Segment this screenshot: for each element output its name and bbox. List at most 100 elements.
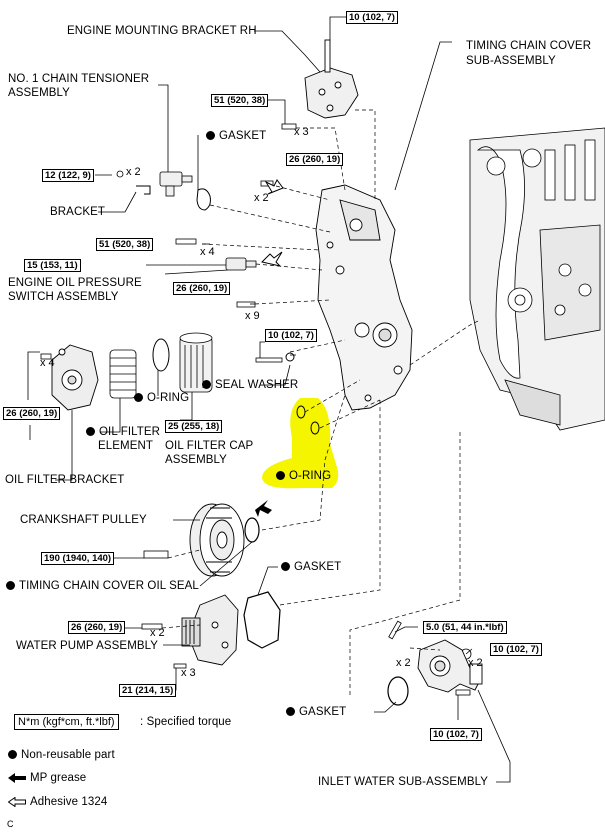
oil-filter-element-label-2: ELEMENT (98, 440, 154, 452)
torque-box: 51 (520, 38) (211, 94, 269, 107)
torque-box: 21 (214, 15) (119, 684, 177, 697)
legend-non-reusable-text: Non-reusable part (21, 749, 115, 761)
chain-tensioner-label-2: ASSEMBLY (8, 87, 70, 99)
torque-box: 26 (260, 19) (68, 621, 126, 634)
legend-adhesive: Adhesive 1324 (8, 796, 107, 809)
quantity-label: x 3 (181, 667, 196, 679)
engine-mounting-bracket (304, 39, 359, 119)
timing-chain-cover-label-2: SUB-ASSEMBLY (466, 55, 556, 67)
torque-box: 51 (520, 38) (96, 238, 154, 251)
torque-box: 10 (102, 7) (490, 643, 542, 656)
bracket-part (136, 185, 151, 195)
gasket-top-text: GASKET (219, 130, 267, 142)
torque-box: 10 (102, 7) (265, 329, 317, 342)
gasket-top-part (196, 188, 211, 211)
quantity-label: x 2 (126, 166, 141, 178)
timing-chain-oil-seal-label: TIMING CHAIN COVER OIL SEAL (6, 580, 199, 593)
seal-washer-part (285, 352, 295, 362)
water-pump-gasket-part (243, 591, 281, 649)
quantity-label: x 4 (40, 357, 55, 369)
oil-seal-part (244, 517, 260, 543)
legend-torque-desc: : Specified torque (140, 716, 232, 728)
water-pump (181, 594, 239, 666)
inlet-water-label: INLET WATER SUB-ASSEMBLY (318, 776, 489, 788)
non-reusable-dot (276, 471, 285, 480)
quantity-label: x 3 (294, 126, 309, 138)
chain-tensioner (159, 171, 193, 197)
adhesive-arrow (261, 251, 283, 267)
o-ring-small-2 (310, 421, 320, 435)
quantity-label: x 9 (245, 310, 260, 322)
non-reusable-dot (286, 707, 295, 716)
timing-chain-cover (315, 184, 413, 411)
seal-washer-text: SEAL WASHER (215, 379, 299, 391)
engine-mounting-bracket-label: ENGINE MOUNTING BRACKET RH (67, 25, 257, 37)
quantity-label: x 2 (254, 192, 269, 204)
oil-filter-element-text: OIL FILTER (99, 426, 161, 438)
non-reusable-dot (134, 393, 143, 402)
inlet-gasket-part (387, 676, 409, 706)
o-ring-highlight-label: O-RING (276, 470, 331, 483)
torque-box: 25 (255, 18) (165, 420, 223, 433)
torque-box: 5.0 (51, 44 in.*lbf) (423, 621, 507, 634)
crankshaft-pulley (189, 503, 245, 577)
non-reusable-dot (206, 131, 215, 140)
inlet-water (417, 639, 483, 693)
engine-block (469, 127, 605, 431)
seal-washer-label: SEAL WASHER (202, 379, 298, 392)
oil-filter-element-label: OIL FILTER (86, 426, 160, 439)
non-reusable-dot (281, 562, 290, 571)
bolts (40, 123, 472, 696)
quantity-label: x 4 (200, 246, 215, 258)
timing-chain-oil-seal-text: TIMING CHAIN COVER OIL SEAL (19, 580, 199, 592)
dashed-lines (161, 109, 481, 695)
quantity-label: x 2 (468, 657, 483, 669)
non-reusable-dot (86, 427, 95, 436)
legend-mp-grease: MP grease (8, 772, 86, 785)
torque-box: 10 (102, 7) (346, 11, 398, 24)
adhesive-icon (8, 797, 26, 807)
oil-filter-cap-label-2: ASSEMBLY (165, 454, 227, 466)
legend-adhesive-text: Adhesive 1324 (30, 796, 108, 808)
non-reusable-dot (8, 750, 17, 759)
o-ring-highlight (262, 398, 339, 489)
o-ring-left-text: O-RING (147, 392, 190, 404)
o-ring-left-label: O-RING (134, 392, 189, 405)
oil-pressure-switch (225, 257, 257, 271)
torque-box: 15 (153, 11) (24, 259, 81, 272)
gasket-inlet-text: GASKET (299, 706, 347, 718)
mp-grease-icon (8, 773, 26, 783)
torque-box: 26 (260, 19) (3, 407, 61, 420)
oil-filter-bracket (51, 344, 99, 411)
gasket-pump-text: GASKET (294, 561, 342, 573)
crankshaft-pulley-label: CRANKSHAFT PULLEY (20, 514, 147, 526)
torque-box: 190 (1940, 140) (41, 552, 115, 565)
torque-box: 26 (260, 19) (173, 282, 231, 295)
bracket-label: BRACKET (50, 206, 106, 218)
gasket-top-label: GASKET (206, 130, 266, 143)
oil-pressure-switch-label-2: SWITCH ASSEMBLY (8, 291, 119, 303)
chain-tensioner-label: NO. 1 CHAIN TENSIONER (8, 73, 150, 85)
adhesive-arrow-2 (264, 179, 284, 195)
oil-pressure-switch-label: ENGINE OIL PRESSURE (8, 277, 142, 289)
torque-box: 12 (122, 9) (42, 169, 94, 182)
quantity-label: x 2 (396, 657, 411, 669)
gasket-pump-label: GASKET (281, 561, 341, 574)
oil-filter-cap-label: OIL FILTER CAP (165, 440, 254, 452)
legend-non-reusable: Non-reusable part (8, 749, 115, 762)
oil-filter-element (109, 349, 137, 399)
mp-grease-arrow (255, 500, 272, 517)
torque-box: 26 (260, 19) (286, 153, 344, 166)
corner-mark: C (7, 819, 14, 829)
oil-filter-bracket-label: OIL FILTER BRACKET (5, 474, 125, 486)
non-reusable-dot (202, 380, 211, 389)
o-ring-left-part (152, 338, 170, 372)
torque-box: 10 (102, 7) (430, 728, 482, 741)
legend-mp-grease-text: MP grease (30, 772, 87, 784)
gasket-inlet-label: GASKET (286, 706, 346, 719)
o-ring-highlight-text: O-RING (289, 470, 332, 482)
legend-torque-unit: N*m (kgf*cm, ft.*lbf) (14, 714, 119, 730)
water-pump-label: WATER PUMP ASSEMBLY (16, 640, 159, 652)
